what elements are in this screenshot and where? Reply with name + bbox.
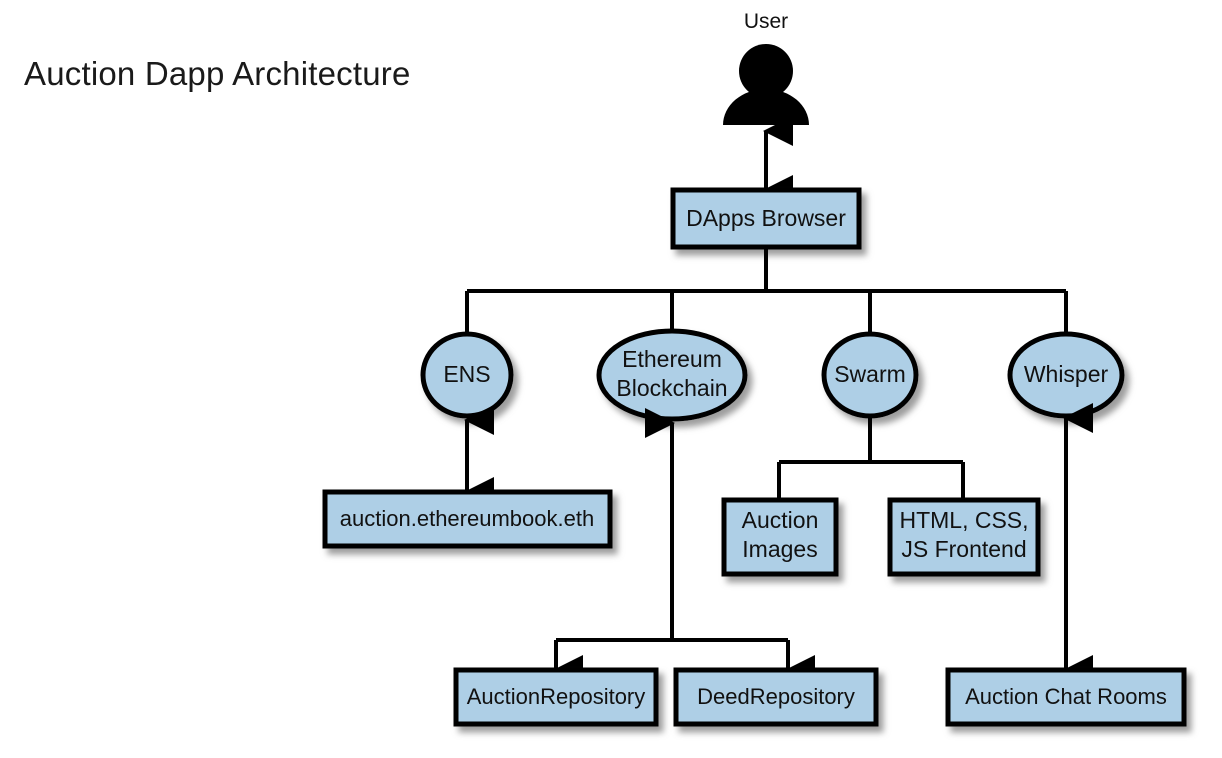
node-ethereum-blockchain[interactable]: Ethereum Blockchain bbox=[596, 328, 748, 422]
node-auction-images-label-line1: Auction bbox=[742, 507, 819, 533]
node-auction-images[interactable]: Auction Images bbox=[721, 497, 839, 577]
node-chat-rooms-label: Auction Chat Rooms bbox=[965, 684, 1167, 709]
node-ens-name-shape bbox=[322, 489, 613, 549]
node-ens[interactable]: ENS bbox=[420, 331, 514, 419]
node-chat-rooms[interactable]: Auction Chat Rooms bbox=[945, 667, 1187, 727]
connector-browser-services bbox=[465, 247, 1068, 339]
node-ethereum-blockchain-label-line1: Ethereum bbox=[622, 346, 722, 372]
node-auction-repository-shape bbox=[453, 667, 659, 727]
node-dapps-browser[interactable]: DApps Browser bbox=[670, 187, 862, 250]
node-ens-label: ENS bbox=[443, 361, 490, 387]
page-title: Auction Dapp Architecture bbox=[24, 55, 411, 92]
node-swarm-label: Swarm bbox=[834, 361, 906, 387]
node-auction-repository-label: AuctionRepository bbox=[467, 684, 646, 709]
connector-ethereum-repositories bbox=[553, 408, 815, 685]
node-chat-rooms-shape bbox=[945, 667, 1187, 727]
node-ens-name-label: auction.ethereumbook.eth bbox=[340, 506, 594, 531]
node-frontend[interactable]: HTML, CSS, JS Frontend bbox=[887, 497, 1041, 577]
node-frontend-shape bbox=[887, 497, 1041, 577]
user-label: User bbox=[744, 10, 788, 33]
node-dapps-browser-shape bbox=[670, 187, 862, 250]
node-frontend-label-line1: HTML, CSS, bbox=[899, 507, 1028, 533]
node-auction-images-shape bbox=[721, 497, 839, 577]
node-deed-repository-shape bbox=[673, 667, 879, 727]
node-dapps-browser-label: DApps Browser bbox=[686, 205, 846, 231]
node-frontend-label-line2: JS Frontend bbox=[901, 536, 1026, 562]
node-whisper-label: Whisper bbox=[1024, 361, 1109, 387]
node-auction-repository[interactable]: AuctionRepository bbox=[453, 667, 659, 727]
node-deed-repository[interactable]: DeedRepository bbox=[673, 667, 879, 727]
node-deed-repository-label: DeedRepository bbox=[697, 684, 855, 709]
node-whisper[interactable]: Whisper bbox=[1007, 331, 1125, 419]
connector-swarm-storage bbox=[777, 418, 965, 500]
node-ethereum-blockchain-label-line2: Blockchain bbox=[616, 375, 727, 401]
node-swarm[interactable]: Swarm bbox=[821, 331, 919, 419]
person-icon bbox=[723, 44, 809, 125]
node-ens-name[interactable]: auction.ethereumbook.eth bbox=[322, 489, 613, 549]
node-swarm-shape bbox=[821, 331, 919, 419]
node-auction-images-label-line2: Images bbox=[742, 536, 817, 562]
